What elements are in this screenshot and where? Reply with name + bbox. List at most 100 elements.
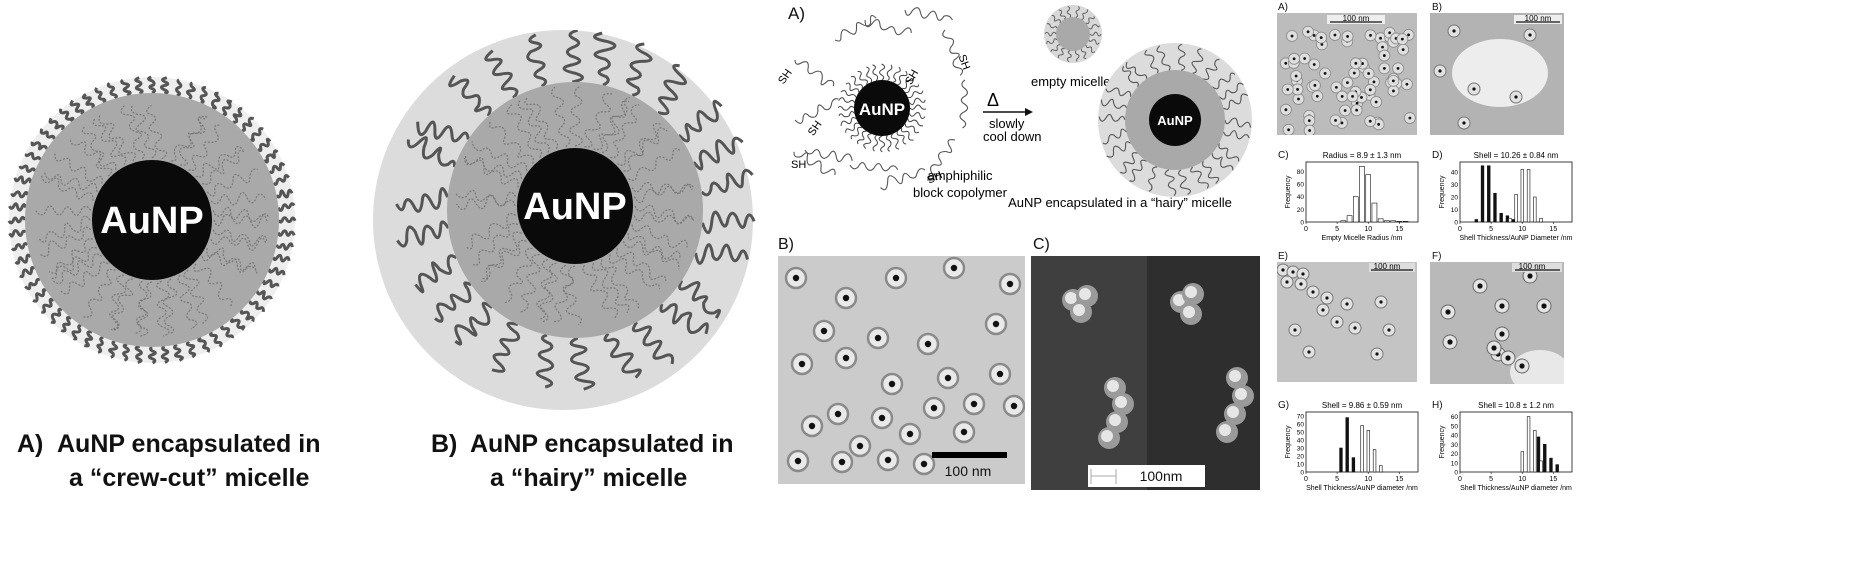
corona-chain — [241, 116, 255, 132]
gold-core — [794, 457, 802, 465]
product-chain — [1129, 159, 1147, 182]
gold-core — [1391, 79, 1395, 83]
core-chain — [212, 206, 268, 223]
core-chain — [472, 222, 519, 266]
core-chain — [628, 148, 682, 181]
x-tick-label: 0 — [1304, 476, 1308, 483]
empty-micelle-chain — [1089, 31, 1102, 37]
gold-core — [996, 370, 1004, 378]
scale-label-rf: 100 nm — [1519, 262, 1546, 271]
core-chain — [524, 96, 559, 150]
histogram-bar — [1555, 464, 1559, 473]
gold-core — [1291, 270, 1295, 274]
tem-right-e: 100 nm — [1277, 262, 1417, 382]
gold-core — [920, 460, 928, 468]
copolymer-chain — [804, 149, 853, 163]
corona-chain — [272, 253, 291, 263]
tem-c-particles — [1062, 283, 1254, 449]
product-chain — [1122, 66, 1139, 88]
histogram-title: Radius = 8.9 ± 1.3 nm — [1323, 151, 1402, 160]
gold-core — [1368, 119, 1372, 123]
product-chain — [1203, 58, 1220, 81]
gold-core — [1367, 72, 1371, 75]
gold-core — [1346, 81, 1349, 85]
histogram-bar — [1379, 465, 1383, 473]
gold-core — [1335, 320, 1339, 324]
core-chain — [54, 152, 103, 184]
product-chain — [1177, 43, 1186, 71]
corona-chain — [60, 315, 72, 333]
core-chain — [35, 205, 92, 216]
corona-chain — [275, 188, 294, 199]
core-chain — [464, 155, 523, 179]
gold-core — [1352, 71, 1356, 75]
copolymer-label-2: block copolymer — [913, 185, 1008, 200]
sh-label: SH — [903, 68, 921, 87]
corona-chain — [268, 162, 286, 175]
histogram-bar — [1539, 460, 1543, 473]
product-core-label: AuNP — [1157, 113, 1193, 128]
scale-label-ra: 100 nm — [1343, 14, 1370, 23]
core-chain — [210, 191, 267, 206]
product-chain — [1106, 141, 1132, 158]
y-tick-label: 60 — [1451, 414, 1459, 421]
y-tick-label: 50 — [1451, 423, 1459, 430]
corona-chain — [39, 128, 56, 140]
core-chain — [179, 115, 208, 166]
corona-chain — [677, 99, 723, 143]
gold-core — [842, 354, 850, 362]
histogram-bar — [1384, 220, 1390, 223]
core-chain — [591, 262, 630, 314]
corona-chain — [134, 76, 144, 95]
histogram-frame — [1459, 411, 1573, 473]
right-label-e: E) — [1278, 251, 1288, 262]
corona-chain — [396, 220, 450, 248]
core-chain — [146, 104, 168, 160]
gold-core — [1369, 33, 1372, 37]
corona-chain — [81, 93, 95, 109]
core-chain — [212, 229, 268, 247]
x-tick-label: 10 — [1518, 476, 1526, 483]
caption-a-letter: A) — [17, 430, 44, 458]
core-chain — [109, 274, 127, 330]
core-chain — [631, 224, 688, 248]
corona-chain — [210, 91, 221, 110]
y-tick-label: 40 — [1451, 433, 1459, 440]
corona-chain — [232, 107, 243, 124]
product-chain — [1218, 82, 1244, 100]
corona-chain — [185, 340, 197, 359]
core-chain — [617, 127, 668, 166]
y-tick-label: 30 — [1451, 182, 1459, 189]
corona-chain — [147, 345, 157, 365]
histogram-bar — [1345, 417, 1349, 473]
corona-chain — [19, 266, 36, 279]
histogram-bar — [1508, 217, 1512, 223]
product-chain — [1223, 93, 1248, 110]
copolymer-chain — [794, 98, 839, 124]
core-chain — [111, 278, 134, 331]
core-chain — [177, 274, 198, 330]
tem-c-highlight — [1115, 396, 1127, 408]
scale-label-re: 100 nm — [1374, 262, 1401, 271]
corona-chain — [18, 164, 37, 173]
x-tick-label: 10 — [1364, 476, 1372, 483]
right-label-h: H) — [1432, 400, 1443, 411]
core-chain — [464, 158, 519, 188]
core-chain — [69, 137, 117, 170]
product-chain — [1222, 130, 1250, 140]
corona-chain — [434, 281, 472, 323]
core-chain — [481, 239, 527, 283]
ligand-chain — [892, 66, 901, 83]
ligand-chain — [886, 64, 893, 81]
copolymer-chain — [880, 168, 926, 191]
ligand-chain — [845, 82, 860, 93]
ligand-chain — [909, 104, 927, 110]
corona-chain — [526, 33, 548, 88]
tem-c-highlight — [1185, 286, 1197, 298]
histogram-bar — [1339, 447, 1343, 473]
x-tick-label: 15 — [1395, 476, 1403, 483]
sh-label: SH — [955, 53, 972, 72]
y-tick-label: 0 — [1454, 220, 1458, 227]
